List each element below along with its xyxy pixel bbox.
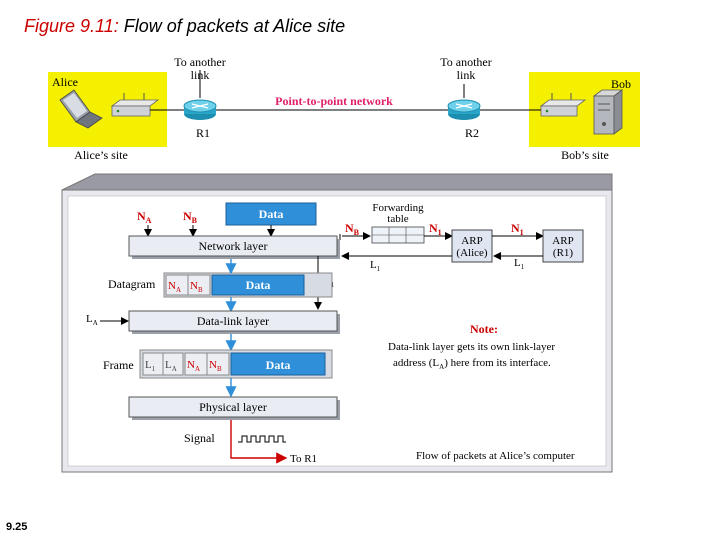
forwarding-table-line2: table	[387, 213, 408, 225]
to-another-link-left-2: link	[191, 68, 210, 82]
arp-r1-line2: (R1)	[553, 247, 574, 259]
datalink-layer-bar	[128, 310, 338, 332]
laptop-icon	[59, 89, 103, 129]
bob-label: Bob	[611, 77, 631, 91]
datagram-data-cell	[211, 274, 305, 296]
network-layer-bar	[128, 235, 338, 257]
figure-caption: Flow of packets at Alice site	[123, 16, 346, 36]
arp-alice-line1: ARP	[461, 235, 482, 247]
signal-to-r1-arrow	[230, 420, 288, 464]
frame-la-cell	[162, 352, 184, 376]
note-title: Note:	[470, 322, 498, 336]
alice-switch-icon	[110, 93, 160, 117]
alice-label: Alice	[52, 75, 78, 89]
datagram-label: Datagram	[108, 277, 156, 291]
signal-waveform	[238, 435, 286, 443]
figure-title: Figure 9.11: Flow of packets at Alice si…	[24, 16, 345, 37]
to-another-link-left-1: To another	[174, 55, 225, 69]
arp-r1-box	[542, 229, 584, 263]
datagram-data: Data	[246, 278, 271, 292]
zoom-wedge	[61, 173, 613, 191]
server-icon	[592, 89, 624, 135]
frame-data-cell	[230, 352, 326, 376]
to-another-link-right-1: To another	[440, 55, 491, 69]
frame-na: NA	[187, 359, 200, 373]
bob-site-label: Bob’s site	[561, 148, 609, 162]
frame-la: LA	[165, 359, 177, 373]
na-label: NA	[137, 209, 152, 225]
figure-label: Figure 9.11:	[24, 16, 119, 36]
la-left-label: LA	[86, 313, 98, 327]
n1-a-label: N1	[429, 221, 442, 237]
nb-label: NB	[183, 209, 198, 225]
arp-r1-line1: ARP	[552, 235, 573, 247]
r1-label: R1	[196, 126, 210, 140]
alice-site-label: Alice’s site	[74, 148, 128, 162]
network-layer-label: Network layer	[199, 239, 268, 253]
datagram-na: NA	[168, 280, 181, 294]
datalink-layer-label: Data-link layer	[197, 314, 269, 328]
l1-b-label: L1	[514, 257, 525, 271]
slide-number: 9.25	[6, 521, 28, 533]
to-r1-label: To R1	[290, 453, 317, 465]
router-r2-icon	[447, 99, 481, 120]
l1-a-label: L1	[370, 259, 381, 273]
forwarding-table-line1: Forwarding	[372, 202, 424, 214]
to-another-link-right-2: link	[457, 68, 476, 82]
frame-nb: NB	[209, 359, 222, 373]
physical-layer-label: Physical layer	[199, 400, 267, 414]
frame-l1: L1	[145, 359, 156, 373]
data-box-top-label: Data	[259, 207, 284, 221]
network-label: Point-to-point network	[275, 94, 393, 108]
physical-layer-bar	[128, 396, 338, 418]
arp-alice-line2: (Alice)	[456, 247, 487, 259]
forwarding-table-grid	[371, 226, 425, 244]
note-line2: address (LA) here from its interface.	[393, 357, 551, 371]
nb-mid-label: NB	[345, 221, 360, 237]
frame-nb-cell	[206, 352, 230, 376]
datagram-nb-cell	[187, 274, 211, 296]
detail-panel: NA NB Data Forwarding table NB N1 ARP (A…	[61, 189, 613, 473]
frame-label: Frame	[103, 358, 134, 372]
router-r1-icon	[183, 99, 217, 120]
datagram-nb: NB	[190, 280, 203, 294]
n1-b-label: N1	[511, 221, 524, 237]
signal-label: Signal	[184, 431, 215, 445]
flow-caption: Flow of packets at Alice’s computer	[416, 450, 575, 462]
bob-switch-icon	[539, 93, 587, 117]
note-line1: Data-link layer gets its own link-layer	[388, 341, 555, 353]
r2-label: R2	[465, 126, 479, 140]
arp-alice-box	[451, 229, 493, 263]
frame-data: Data	[266, 358, 291, 372]
top-network: Alice Bob	[48, 55, 640, 162]
